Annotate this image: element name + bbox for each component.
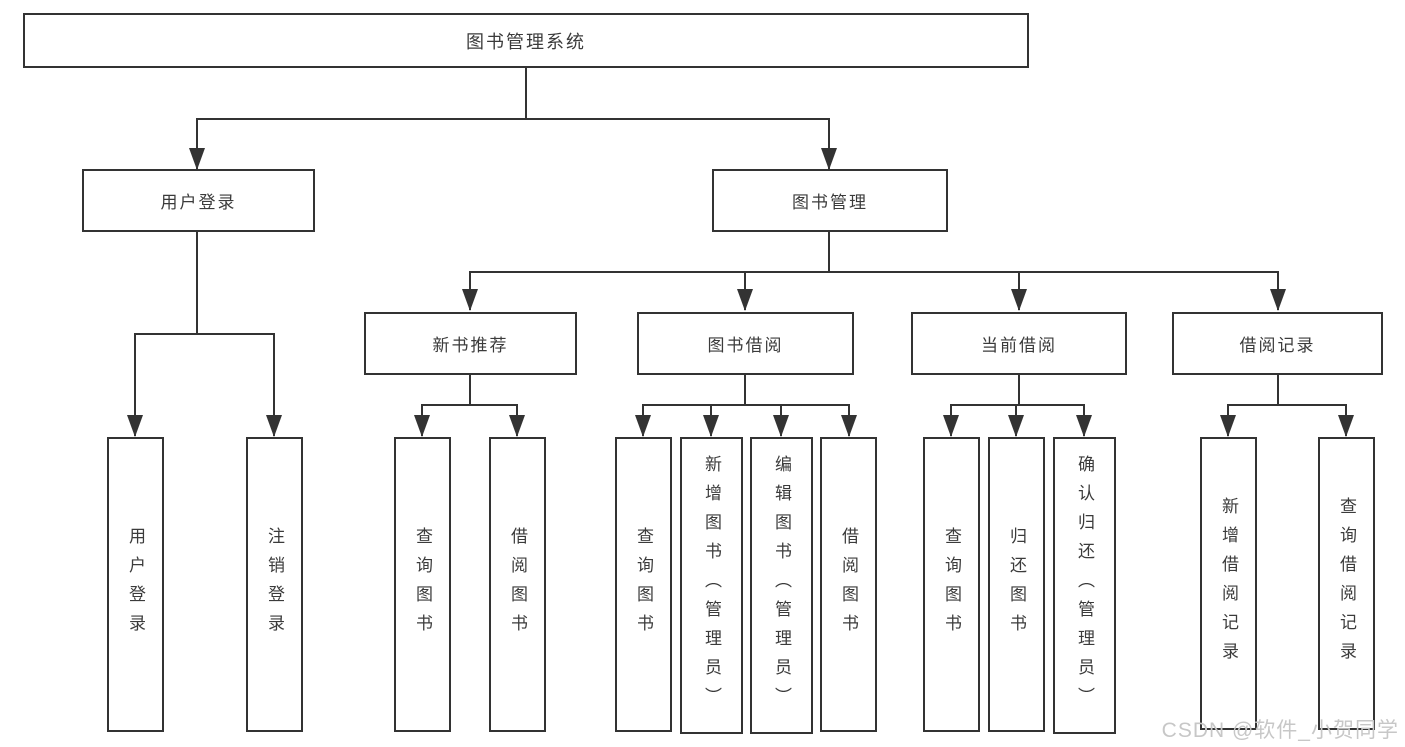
node-label: 新增图书（管理员）: [702, 455, 721, 716]
node-book-borrowing: 图书借阅: [637, 312, 854, 375]
node-label: 查询借阅记录: [1337, 496, 1356, 671]
node-label: 编辑图书（管理员）: [772, 455, 791, 716]
leaf-query-borrow-record: 查询借阅记录: [1318, 437, 1375, 730]
leaf-logout: 注销登录: [246, 437, 303, 732]
node-label: 归还图书: [1007, 526, 1026, 643]
connector-borrow-record-children: [1220, 375, 1354, 437]
node-label: 查询图书: [413, 526, 432, 643]
node-label: 确认归还（管理员）: [1075, 455, 1094, 716]
connector-current-borrow-children: [943, 375, 1092, 437]
leaf-query-books-borrow: 查询图书: [615, 437, 672, 732]
node-label: 查询图书: [942, 526, 961, 643]
leaf-return-books: 归还图书: [988, 437, 1045, 732]
leaf-add-borrow-record: 新增借阅记录: [1200, 437, 1257, 730]
node-label: 新书推荐: [432, 336, 509, 355]
leaf-query-books-current: 查询图书: [923, 437, 980, 732]
leaf-user-login: 用户登录: [107, 437, 164, 732]
node-user-login: 用户登录: [82, 169, 315, 232]
node-library-system: 图书管理系统: [23, 13, 1029, 68]
connector-user-login-children: [127, 232, 282, 437]
connector-book-mgmt-children: [462, 232, 1286, 311]
node-label: 注销登录: [265, 526, 284, 643]
node-current-borrowing: 当前借阅: [911, 312, 1127, 375]
node-label: 借阅图书: [508, 526, 527, 643]
node-new-book-recommend: 新书推荐: [364, 312, 577, 375]
leaf-borrow-books-recommend: 借阅图书: [489, 437, 546, 732]
leaf-query-books-recommend: 查询图书: [394, 437, 451, 732]
node-label: 借阅记录: [1239, 336, 1316, 355]
node-label: 用户登录: [160, 193, 237, 212]
node-borrow-records: 借阅记录: [1172, 312, 1383, 375]
node-label: 图书管理系统: [466, 31, 586, 52]
node-label: 当前借阅: [981, 336, 1057, 355]
node-label: 用户登录: [126, 526, 145, 643]
connector-root-to-level2: [189, 68, 837, 170]
node-label: 借阅图书: [839, 526, 858, 643]
node-label: 图书管理: [792, 193, 868, 212]
leaf-add-books-admin: 新增图书（管理员）: [680, 437, 743, 734]
node-book-management: 图书管理: [712, 169, 948, 232]
node-label: 新增借阅记录: [1219, 496, 1238, 671]
connector-book-borrow-children: [635, 375, 857, 437]
leaf-borrow-books: 借阅图书: [820, 437, 877, 732]
watermark-text: CSDN @软件_小贺同学: [1161, 719, 1399, 742]
node-label: 图书借阅: [707, 336, 784, 355]
connector-new-book-children: [414, 375, 525, 437]
leaf-confirm-return-admin: 确认归还（管理员）: [1053, 437, 1116, 734]
node-label: 查询图书: [634, 526, 653, 643]
leaf-edit-books-admin: 编辑图书（管理员）: [750, 437, 813, 734]
